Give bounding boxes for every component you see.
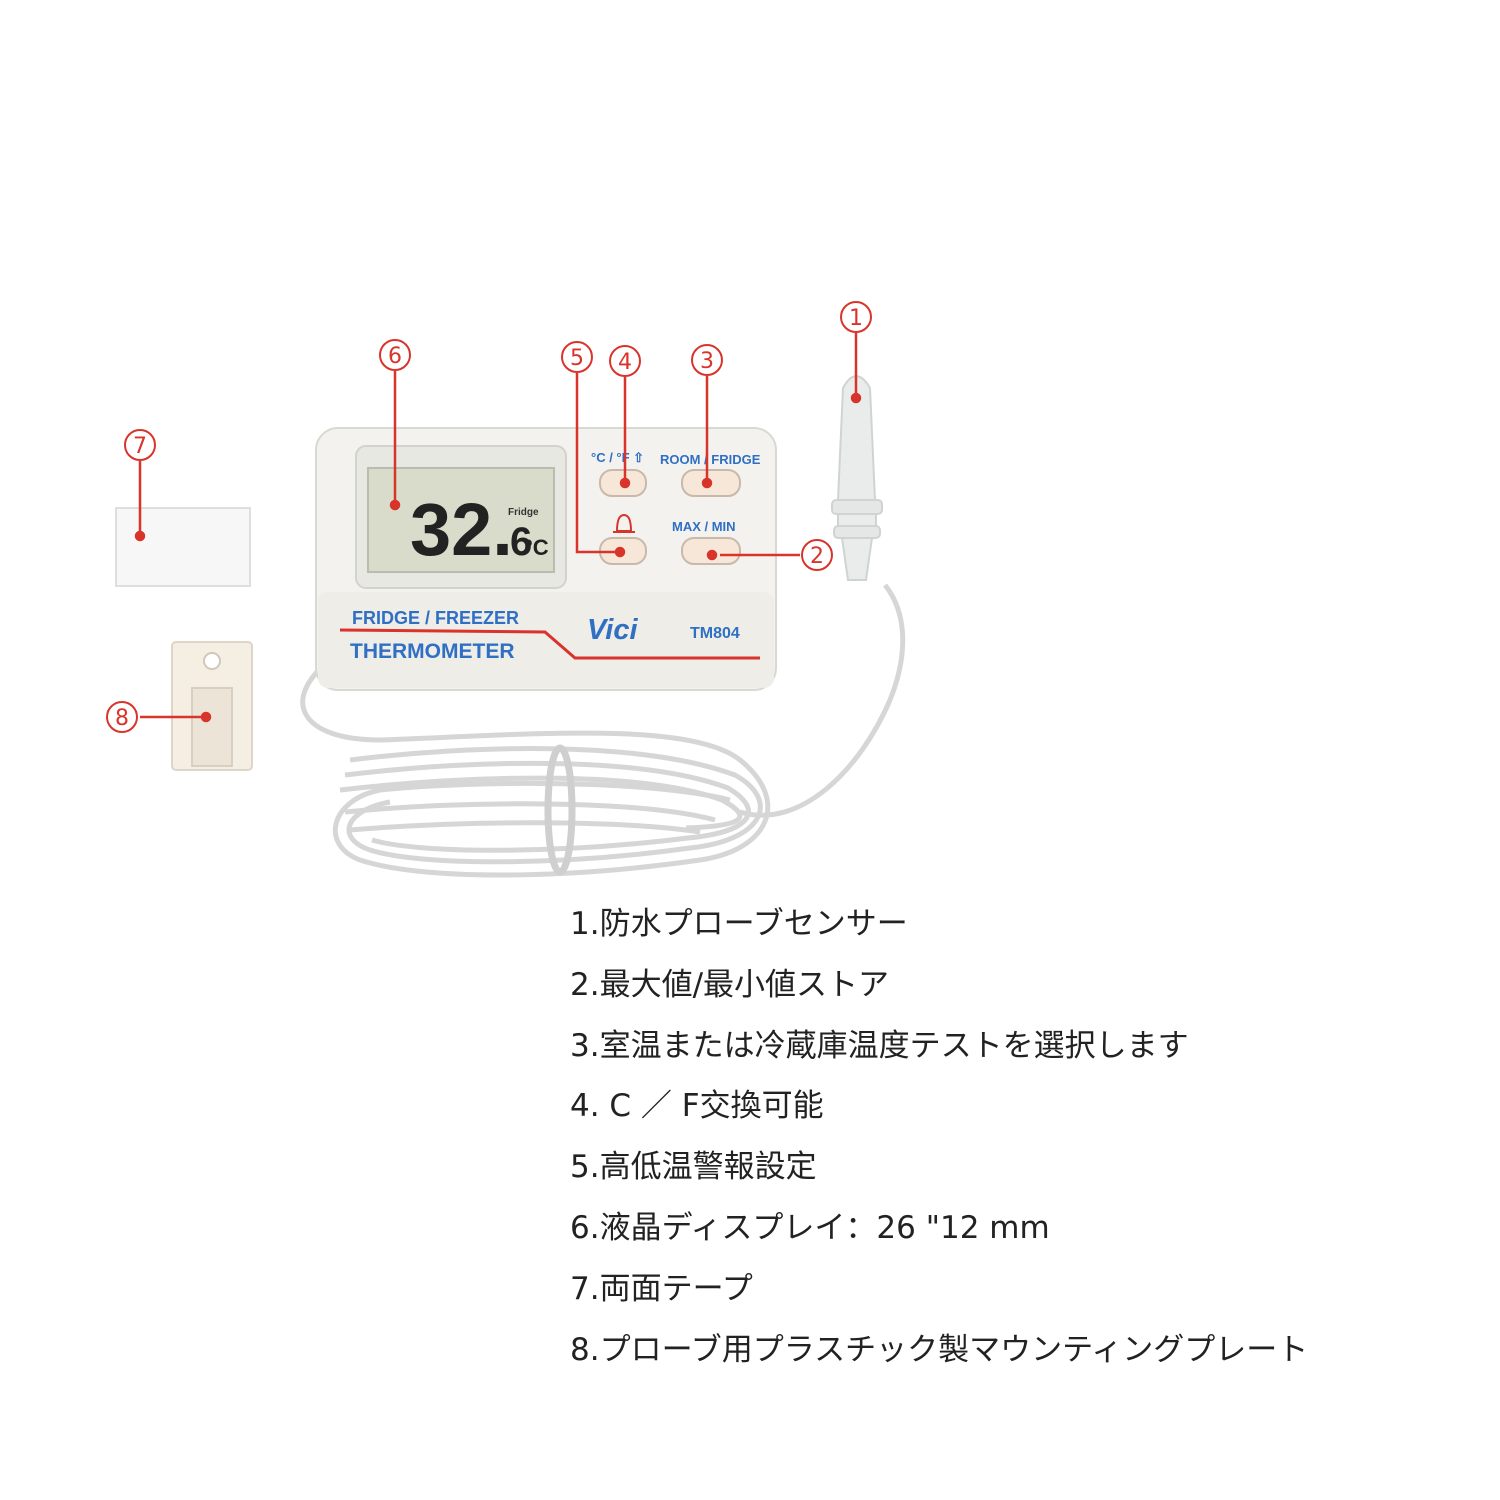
thermometer-diagram: 32. 6 °C Fridge °C / °F ⇧ ROOM / FRIDGE … xyxy=(106,301,906,878)
label-red-stripe xyxy=(339,628,760,660)
cable-tie xyxy=(544,744,576,876)
svg-text:3: 3 xyxy=(700,349,714,374)
product-line-2: THERMOMETER xyxy=(350,640,515,663)
model-number: TM804 xyxy=(690,625,740,642)
callout-2: 2 xyxy=(801,539,833,571)
unit-button-label: °C / °F ⇧ xyxy=(591,450,644,465)
svg-text:2: 2 xyxy=(810,544,824,569)
lcd-unit: °C xyxy=(524,535,549,560)
lcd-display: 32. 6 °C Fridge xyxy=(367,467,555,573)
svg-text:8: 8 xyxy=(115,706,129,731)
max-min-label: MAX / MIN xyxy=(672,519,736,534)
svg-text:5: 5 xyxy=(570,346,584,371)
svg-text:4: 4 xyxy=(618,350,632,375)
callout-1: 1 xyxy=(840,301,872,333)
lcd-decimal: 6 xyxy=(510,520,532,564)
callout-7: 7 xyxy=(124,429,156,461)
svg-text:6: 6 xyxy=(388,344,402,369)
callout-5: 5 xyxy=(561,341,593,373)
legend-item-2: 2.最大値/最小値ストア xyxy=(570,966,890,1003)
probe-sensor xyxy=(831,375,883,581)
svg-text:7: 7 xyxy=(133,434,147,459)
mounting-plate xyxy=(171,641,253,771)
legend-item-7: 7.両面テープ xyxy=(570,1270,753,1307)
legend-item-8: 8.プローブ用プラスチック製マウンティングプレート xyxy=(570,1331,1309,1368)
bell-icon xyxy=(613,513,635,533)
lcd-value: 32. xyxy=(410,488,513,571)
double-sided-tape xyxy=(115,507,251,587)
legend-item-5: 5.高低温警報設定 xyxy=(570,1149,817,1186)
callout-3: 3 xyxy=(691,344,723,376)
brand-logo: Vici xyxy=(587,614,638,646)
feature-legend: 1.防水プローブセンサー 2.最大値/最小値ストア 3.室温または冷蔵庫温度テス… xyxy=(570,898,1470,1384)
svg-text:1: 1 xyxy=(849,306,863,331)
callout-8: 8 xyxy=(106,701,138,733)
lcd-mode: Fridge xyxy=(508,507,539,518)
room-fridge-label: ROOM / FRIDGE xyxy=(660,452,761,467)
legend-item-1: 1.防水プローブセンサー xyxy=(570,906,908,942)
legend-item-6: 6.液晶ディスプレイ：26 "12 mm xyxy=(570,1209,1050,1246)
callout-4: 4 xyxy=(609,345,641,377)
callout-6: 6 xyxy=(379,339,411,371)
legend-item-4: 4. C ／ F交換可能 xyxy=(570,1088,824,1125)
product-line-1: FRIDGE / FREEZER xyxy=(352,608,519,628)
legend-item-3: 3.室温または冷蔵庫温度テストを選択します xyxy=(570,1027,1189,1064)
callout-leaders xyxy=(134,333,862,723)
